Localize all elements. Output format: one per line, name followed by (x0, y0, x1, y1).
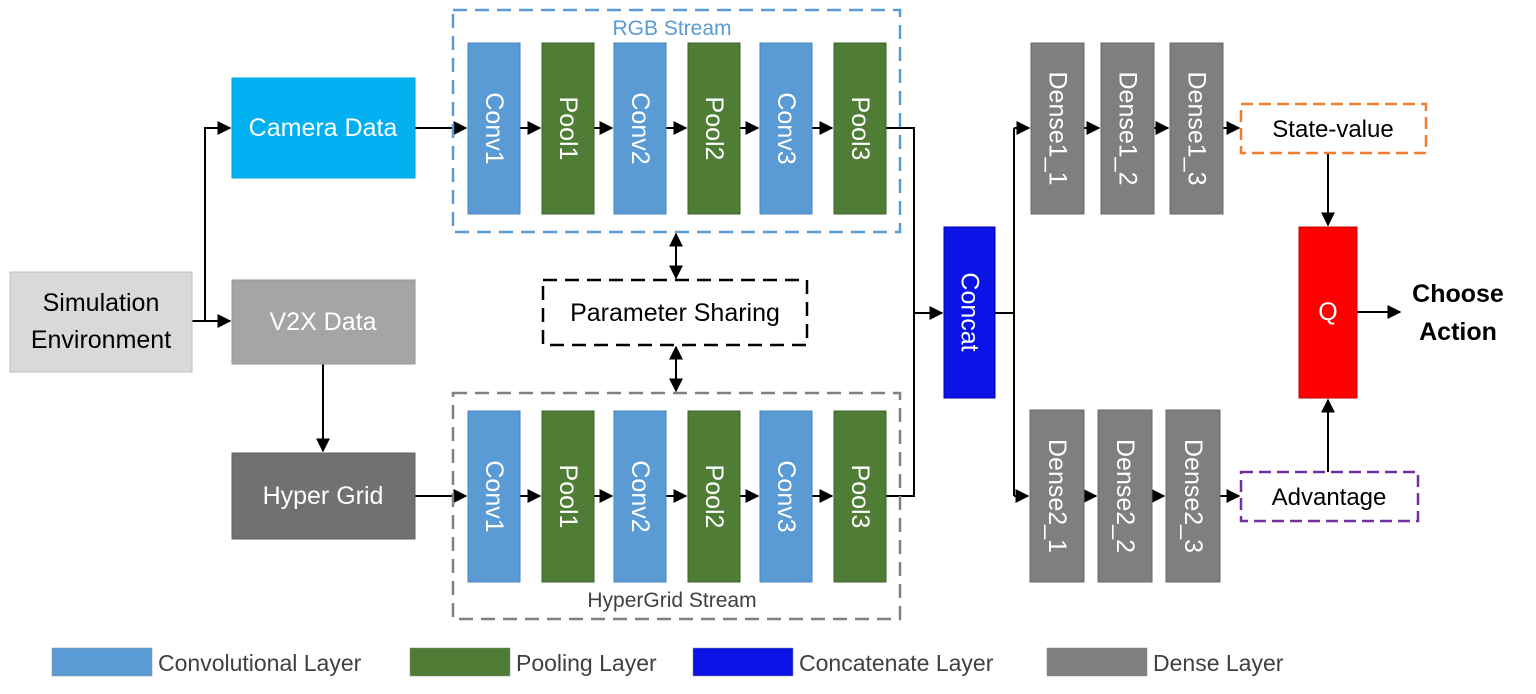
advantage-label: Advantage (1272, 484, 1387, 511)
dense-top-2-label: Dense1_2 (1114, 72, 1142, 186)
legend-swatch (1046, 647, 1148, 677)
simulation-label-line2: Environment (31, 326, 171, 354)
rgb-conv3: Conv3 (759, 42, 813, 215)
rgb-pool1-label: Pool1 (554, 97, 582, 161)
concat-layer: Concat (943, 226, 996, 399)
choose-action-line1: Choose (1412, 280, 1504, 308)
simulation-environment-block: Simulation Environment (9, 271, 193, 373)
legend-label: Convolutional Layer (158, 650, 362, 676)
hypergrid-conv1-label: Conv1 (480, 460, 508, 532)
legend-label: Pooling Layer (516, 650, 657, 676)
hypergrid-conv2: Conv2 (613, 410, 667, 583)
dense-bottom-3: Dense2_3 (1165, 409, 1221, 583)
hypergrid-stream: HyperGrid Stream Conv1 Pool1 Conv2 Pool2 Con… (451, 391, 902, 621)
hypergrid-pool3-label: Pool3 (846, 465, 874, 529)
legend-swatch (51, 647, 153, 677)
hypergrid-pool2: Pool2 (687, 410, 741, 583)
hypergrid-conv1: Conv1 (467, 410, 521, 583)
rgb-conv2: Conv2 (613, 42, 667, 215)
dense-bottom-2: Dense2_2 (1097, 409, 1153, 583)
choose-action-output: Choose Action (1412, 280, 1504, 346)
dense-stack-top: Dense1_1 Dense1_2 Dense1_3 (1030, 42, 1224, 215)
hypergrid-conv3-label: Conv3 (772, 460, 800, 532)
hypergrid-pool2-label: Pool2 (700, 465, 728, 529)
rgb-pool2-label: Pool2 (700, 97, 728, 161)
rgb-conv1: Conv1 (467, 42, 521, 215)
camera-data-label: Camera Data (249, 114, 398, 142)
connectors (192, 121, 1402, 503)
hypergrid-pool1-label: Pool1 (554, 465, 582, 529)
state-value-label: State-value (1272, 116, 1393, 143)
rgb-conv3-label: Conv3 (772, 92, 800, 164)
legend-item-2: Pooling Layer (409, 647, 657, 677)
hypergrid-pool3: Pool3 (833, 410, 887, 583)
legend-item-3: Concatenate Layer (692, 647, 994, 677)
dense-bottom-3-label: Dense2_3 (1179, 439, 1207, 553)
q-block: Q (1298, 226, 1358, 399)
hypergrid-stream-title: HyperGrid Stream (587, 589, 756, 612)
concat-label: Concat (956, 272, 984, 351)
legend-item-4: Dense Layer (1046, 647, 1284, 677)
dense-bottom-1: Dense2_1 (1029, 409, 1085, 583)
rgb-conv2-label: Conv2 (626, 92, 654, 164)
dense-top-2: Dense1_2 (1100, 42, 1155, 215)
legend-item-1: Convolutional Layer (51, 647, 362, 677)
v2x-data-block: V2X Data (231, 279, 416, 365)
rgb-conv1-label: Conv1 (480, 92, 508, 164)
parameter-sharing-block: Parameter Sharing (541, 278, 809, 347)
dense-top-3: Dense1_3 (1169, 42, 1224, 215)
legend-label: Dense Layer (1153, 650, 1284, 676)
rgb-stream: RGB Stream Conv1 Pool1 Conv2 Pool2 Conv3 Pool… (451, 8, 902, 234)
dense-top-1-label: Dense1_1 (1044, 72, 1072, 186)
rgb-pool1: Pool1 (541, 42, 595, 215)
camera-data-block: Camera Data (231, 77, 416, 179)
v2x-data-label: V2X Data (269, 308, 376, 336)
hypergrid-conv2-label: Conv2 (626, 460, 654, 532)
choose-action-line2: Action (1419, 318, 1497, 346)
advantage-block: Advantage (1239, 470, 1420, 523)
simulation-label-line1: Simulation (43, 289, 160, 317)
q-label: Q (1318, 298, 1337, 326)
rgb-pool2: Pool2 (687, 42, 741, 215)
parameter-sharing-label: Parameter Sharing (570, 299, 780, 327)
dense-stack-bottom: Dense2_1 Dense2_2 Dense2_3 (1029, 409, 1221, 583)
legend: Convolutional Layer Pooling Layer Concaten… (51, 647, 1284, 677)
rgb-pool3-label: Pool3 (846, 97, 874, 161)
dense-top-1: Dense1_1 (1030, 42, 1085, 215)
legend-label: Concatenate Layer (799, 650, 994, 676)
dense-bottom-1-label: Dense2_1 (1043, 439, 1071, 553)
hyper-grid-label: Hyper Grid (263, 482, 384, 510)
state-value-block: State-value (1239, 102, 1428, 155)
hypergrid-conv3: Conv3 (759, 410, 813, 583)
dense-bottom-2-label: Dense2_2 (1111, 439, 1139, 553)
hypergrid-pool1: Pool1 (541, 410, 595, 583)
rgb-stream-title: RGB Stream (612, 17, 731, 40)
dense-top-3-label: Dense1_3 (1183, 72, 1211, 186)
legend-swatch (692, 647, 794, 677)
hyper-grid-block: Hyper Grid (231, 452, 416, 540)
rgb-pool3: Pool3 (833, 42, 887, 215)
legend-swatch (409, 647, 511, 677)
